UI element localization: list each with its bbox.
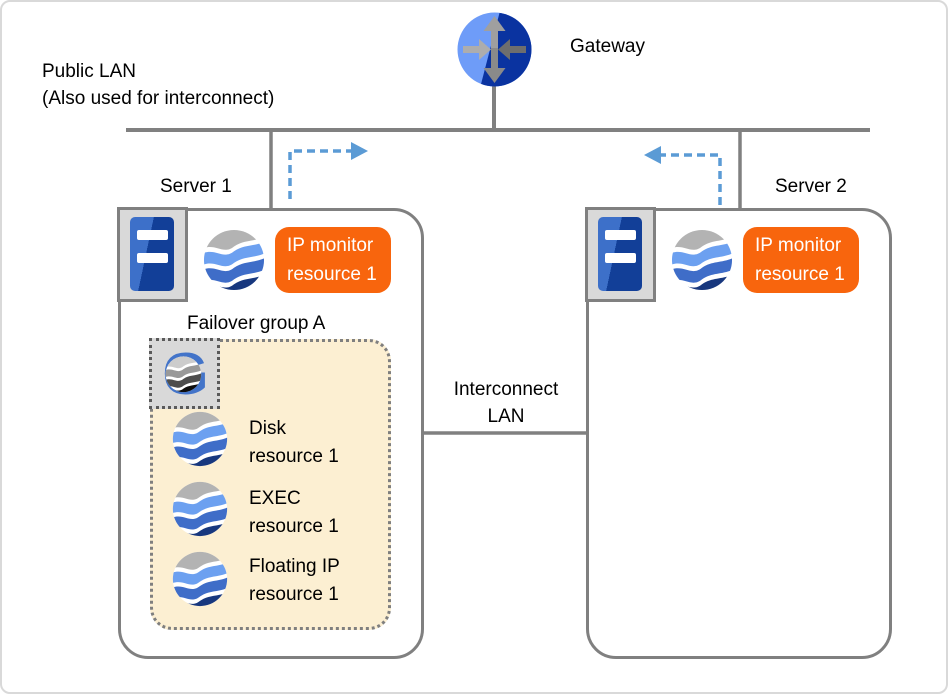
resource-row-disk: Disk resource 1 [249, 415, 339, 471]
arrow-left-head-icon [644, 146, 661, 164]
server1-tower-icon [117, 207, 188, 302]
monitor-ping-arrow-left [288, 149, 351, 199]
resource-sphere-icon [671, 229, 733, 291]
resource-row-exec: EXEC resource 1 [249, 485, 339, 541]
resource-label-line1: EXEC [249, 488, 301, 509]
resource-label-line2: resource 1 [249, 446, 339, 467]
interconnect-label-line1: Interconnect [453, 379, 559, 400]
interconnect-lan-label: Interconnect LAN [431, 376, 581, 430]
server2-label: Server 2 [775, 176, 847, 197]
server-tower-body [130, 217, 174, 291]
ip-monitor-label-line1: IP monitor [287, 235, 374, 256]
resource-label-line1: Disk [249, 418, 286, 439]
failover-group-title: Failover group A [187, 313, 326, 334]
gateway-label: Gateway [570, 36, 645, 57]
server2-tower-icon [585, 207, 656, 302]
resource-sphere-icon [172, 411, 228, 467]
interconnect-label-line2: LAN [487, 406, 525, 427]
public-lan-label-line1: Public LAN [42, 61, 136, 82]
resource-label-line1: Floating IP [249, 556, 340, 577]
public-lan-label: Public LAN (Also used for interconnect) [42, 58, 274, 112]
resource-sphere-icon [172, 481, 228, 537]
resource-label-line2: resource 1 [249, 516, 339, 537]
monitor-ping-arrow-right [661, 153, 722, 205]
ip-monitor-label-line2: resource 1 [287, 264, 377, 285]
resource-label-line2: resource 1 [249, 584, 339, 605]
ip-monitor-label-line2: resource 1 [755, 264, 845, 285]
server-tower-body [598, 217, 642, 291]
gateway-router-icon [457, 12, 532, 87]
resource-sphere-icon [203, 229, 265, 291]
resource-row-floating-ip: Floating IP resource 1 [249, 553, 340, 609]
server2-ip-monitor-badge: IP monitor resource 1 [743, 227, 859, 293]
resource-sphere-icon [172, 551, 228, 607]
arrow-right-head-icon [351, 142, 368, 160]
server1-label: Server 1 [160, 176, 232, 197]
failover-group-icon: G [149, 338, 220, 409]
public-lan-label-line2: (Also used for interconnect) [42, 88, 275, 109]
server1-ip-monitor-badge: IP monitor resource 1 [275, 227, 391, 293]
ip-monitor-label-line1: IP monitor [755, 235, 842, 256]
